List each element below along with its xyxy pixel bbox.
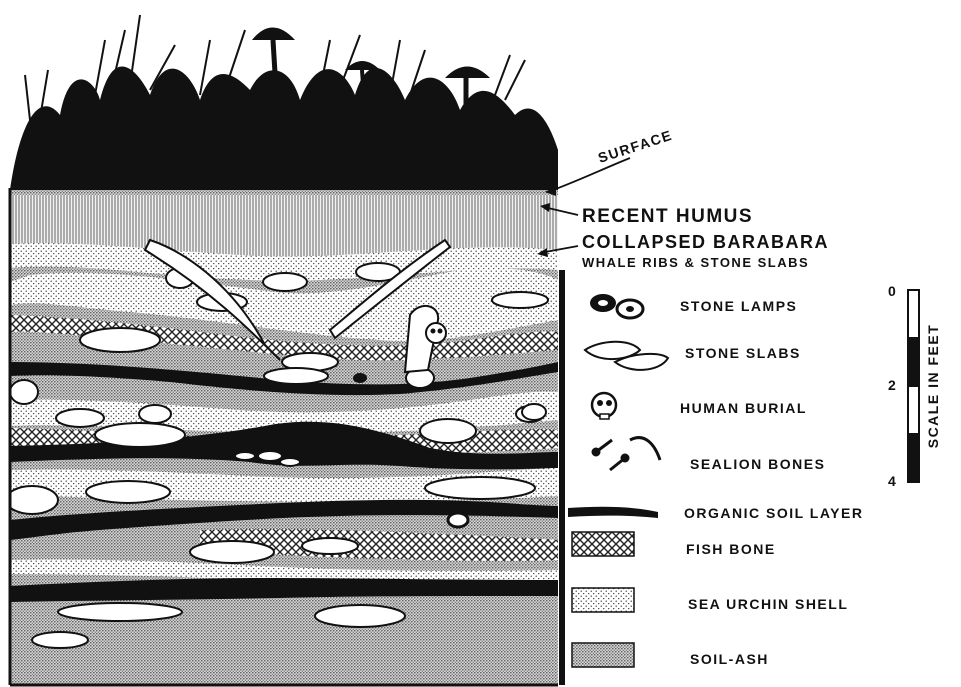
stone-slabs-icon	[585, 342, 668, 370]
scale-bar: 0 2 4 SCALE IN FEET	[888, 283, 941, 489]
dense-stipple-swatch	[572, 643, 634, 667]
stone-lamps-icon	[590, 294, 643, 318]
legend-label-human-burial: HUMAN BURIAL	[680, 400, 807, 416]
skull-icon	[592, 393, 616, 419]
scale-tick-4: 4	[888, 473, 897, 489]
fine-stipple-swatch	[572, 588, 634, 612]
legend-label-soil-ash: SOIL-ASH	[690, 651, 769, 667]
legend-label-stone-lamps: STONE LAMPS	[680, 298, 797, 314]
legend: STONE LAMPS STONE SLABS HUMAN BURIAL SEA…	[568, 294, 863, 667]
organic-soil-swatch	[568, 507, 658, 518]
legend-label-sealion-bones: SEALION BONES	[690, 456, 825, 472]
legend-label-stone-slabs: STONE SLABS	[685, 345, 801, 361]
surface-label: SURFACE	[596, 127, 675, 166]
vegetation	[10, 15, 558, 195]
scale-tick-2: 2	[888, 377, 897, 393]
recent-humus-label: RECENT HUMUS	[582, 206, 753, 227]
collapsed-barabara-label: COLLAPSED BARABARA	[582, 232, 829, 252]
soil-section	[6, 190, 558, 685]
crosshatch-swatch	[572, 532, 634, 556]
scale-tick-0: 0	[888, 283, 897, 299]
scale-title: SCALE IN FEET	[925, 324, 941, 449]
legend-label-sea-urchin: SEA URCHIN SHELL	[688, 596, 848, 612]
legend-label-fish-bone: FISH BONE	[686, 541, 776, 557]
whale-ribs-label: WHALE RIBS & STONE SLABS	[582, 255, 809, 270]
annotations: SURFACE RECENT HUMUS COLLAPSED BARABARA …	[537, 127, 829, 270]
legend-label-organic-soil: ORGANIC SOIL LAYER	[684, 505, 863, 521]
bones-icon	[593, 438, 660, 470]
